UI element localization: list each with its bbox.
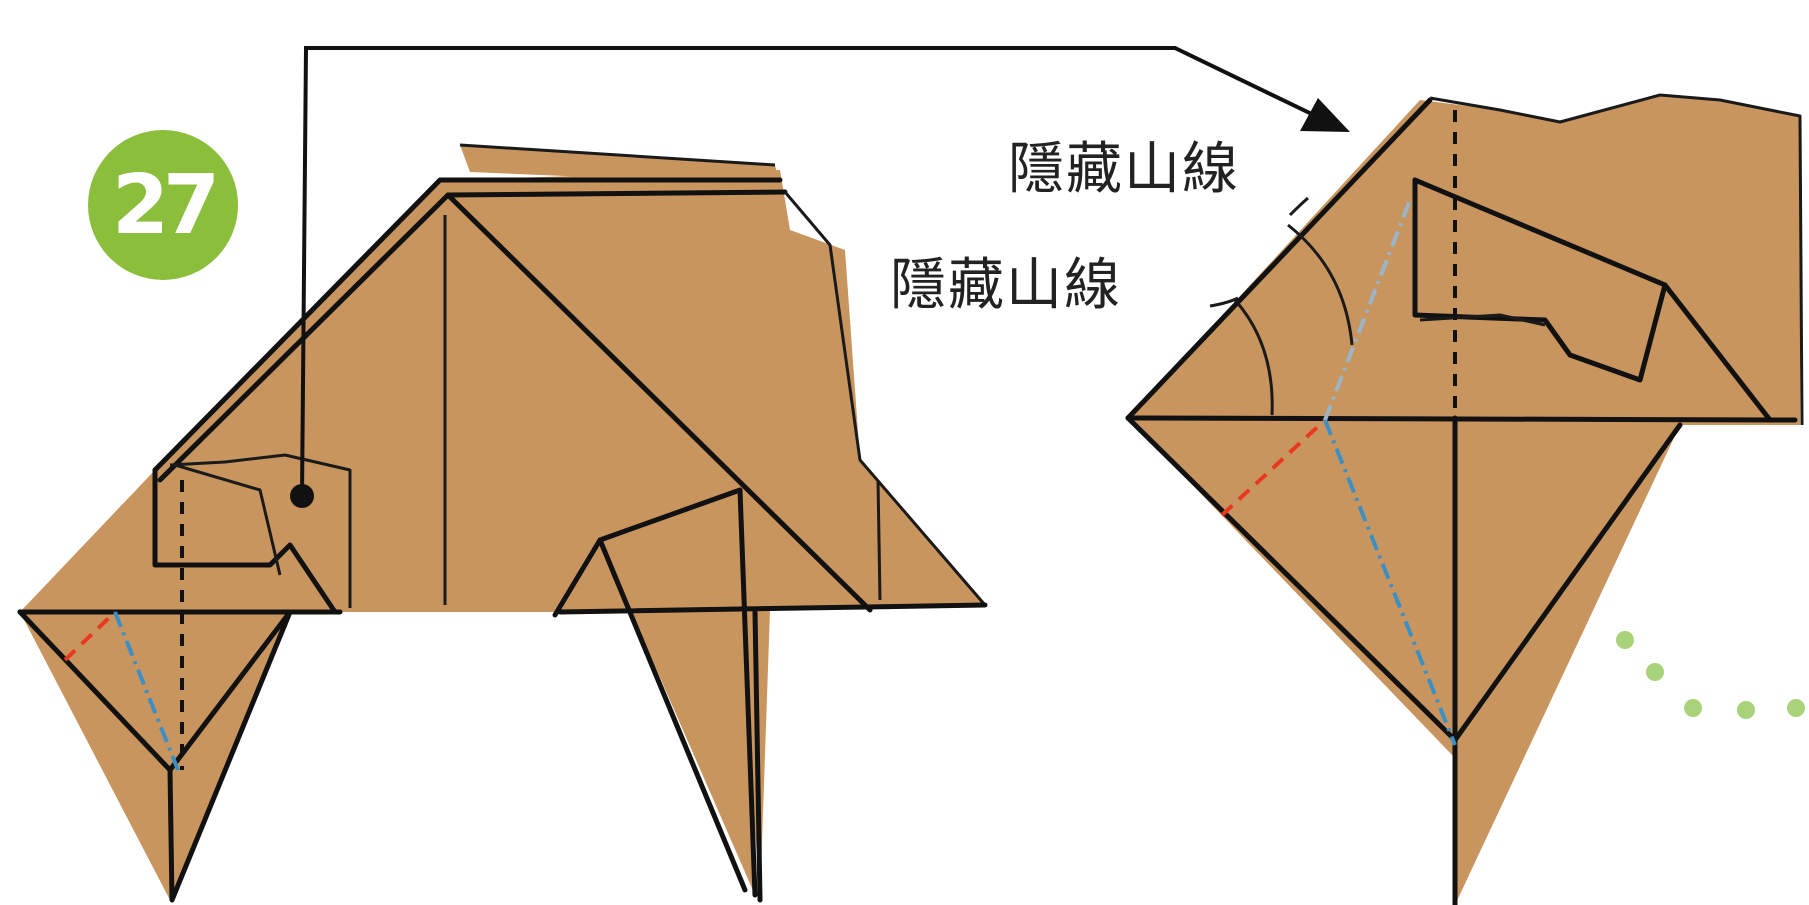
left-back-edge <box>152 177 783 473</box>
right-ear-flap <box>1412 177 1668 383</box>
right-angle-arc-outer <box>1287 223 1354 346</box>
left-valley-fold-line <box>63 610 117 662</box>
left-head-outline <box>169 453 352 608</box>
left-top-strip-edge <box>459 143 776 167</box>
step-number: 27 <box>111 157 220 253</box>
right-valley-fold-line <box>1220 418 1327 517</box>
left-ear-crease <box>174 463 282 576</box>
right-head-inner <box>1419 313 1546 327</box>
left-head-flap <box>17 467 338 615</box>
right-angle-arc-inner <box>1233 299 1274 416</box>
left-diagonal <box>445 192 873 613</box>
left-figure <box>17 143 988 903</box>
right-head-body <box>1128 95 1800 905</box>
right-mountain-fold-upper <box>1323 199 1412 421</box>
hidden-mountain-fold-label-lower: 隱藏山線 <box>890 253 1122 318</box>
zoom-arrow-head <box>1300 98 1350 132</box>
left-rump-edge <box>783 191 987 606</box>
left-mountain-fold-line <box>113 611 180 771</box>
left-top-strip <box>460 145 780 185</box>
right-horizontal <box>1125 415 1798 423</box>
decorative-dots <box>1616 631 1805 719</box>
left-front-leg-edge <box>552 487 758 898</box>
right-outer-edge <box>1125 97 1433 421</box>
left-front-leg <box>600 490 755 895</box>
right-figure <box>1125 93 1804 905</box>
right-top-edge <box>1429 93 1804 426</box>
left-front-leg-inner <box>597 537 748 893</box>
left-rear-leg-edge <box>752 609 763 903</box>
step-number-badge: 27 <box>88 130 238 280</box>
right-mountain-fold-line <box>1323 419 1457 746</box>
left-head-chin <box>167 609 293 903</box>
leader-lower <box>1209 296 1239 308</box>
left-rear-crease <box>876 479 882 601</box>
leader-upper <box>1288 196 1309 217</box>
zoom-arrow-line <box>300 46 1321 497</box>
hidden-mountain-fold-label-upper: 隱藏山線 <box>1008 137 1240 202</box>
